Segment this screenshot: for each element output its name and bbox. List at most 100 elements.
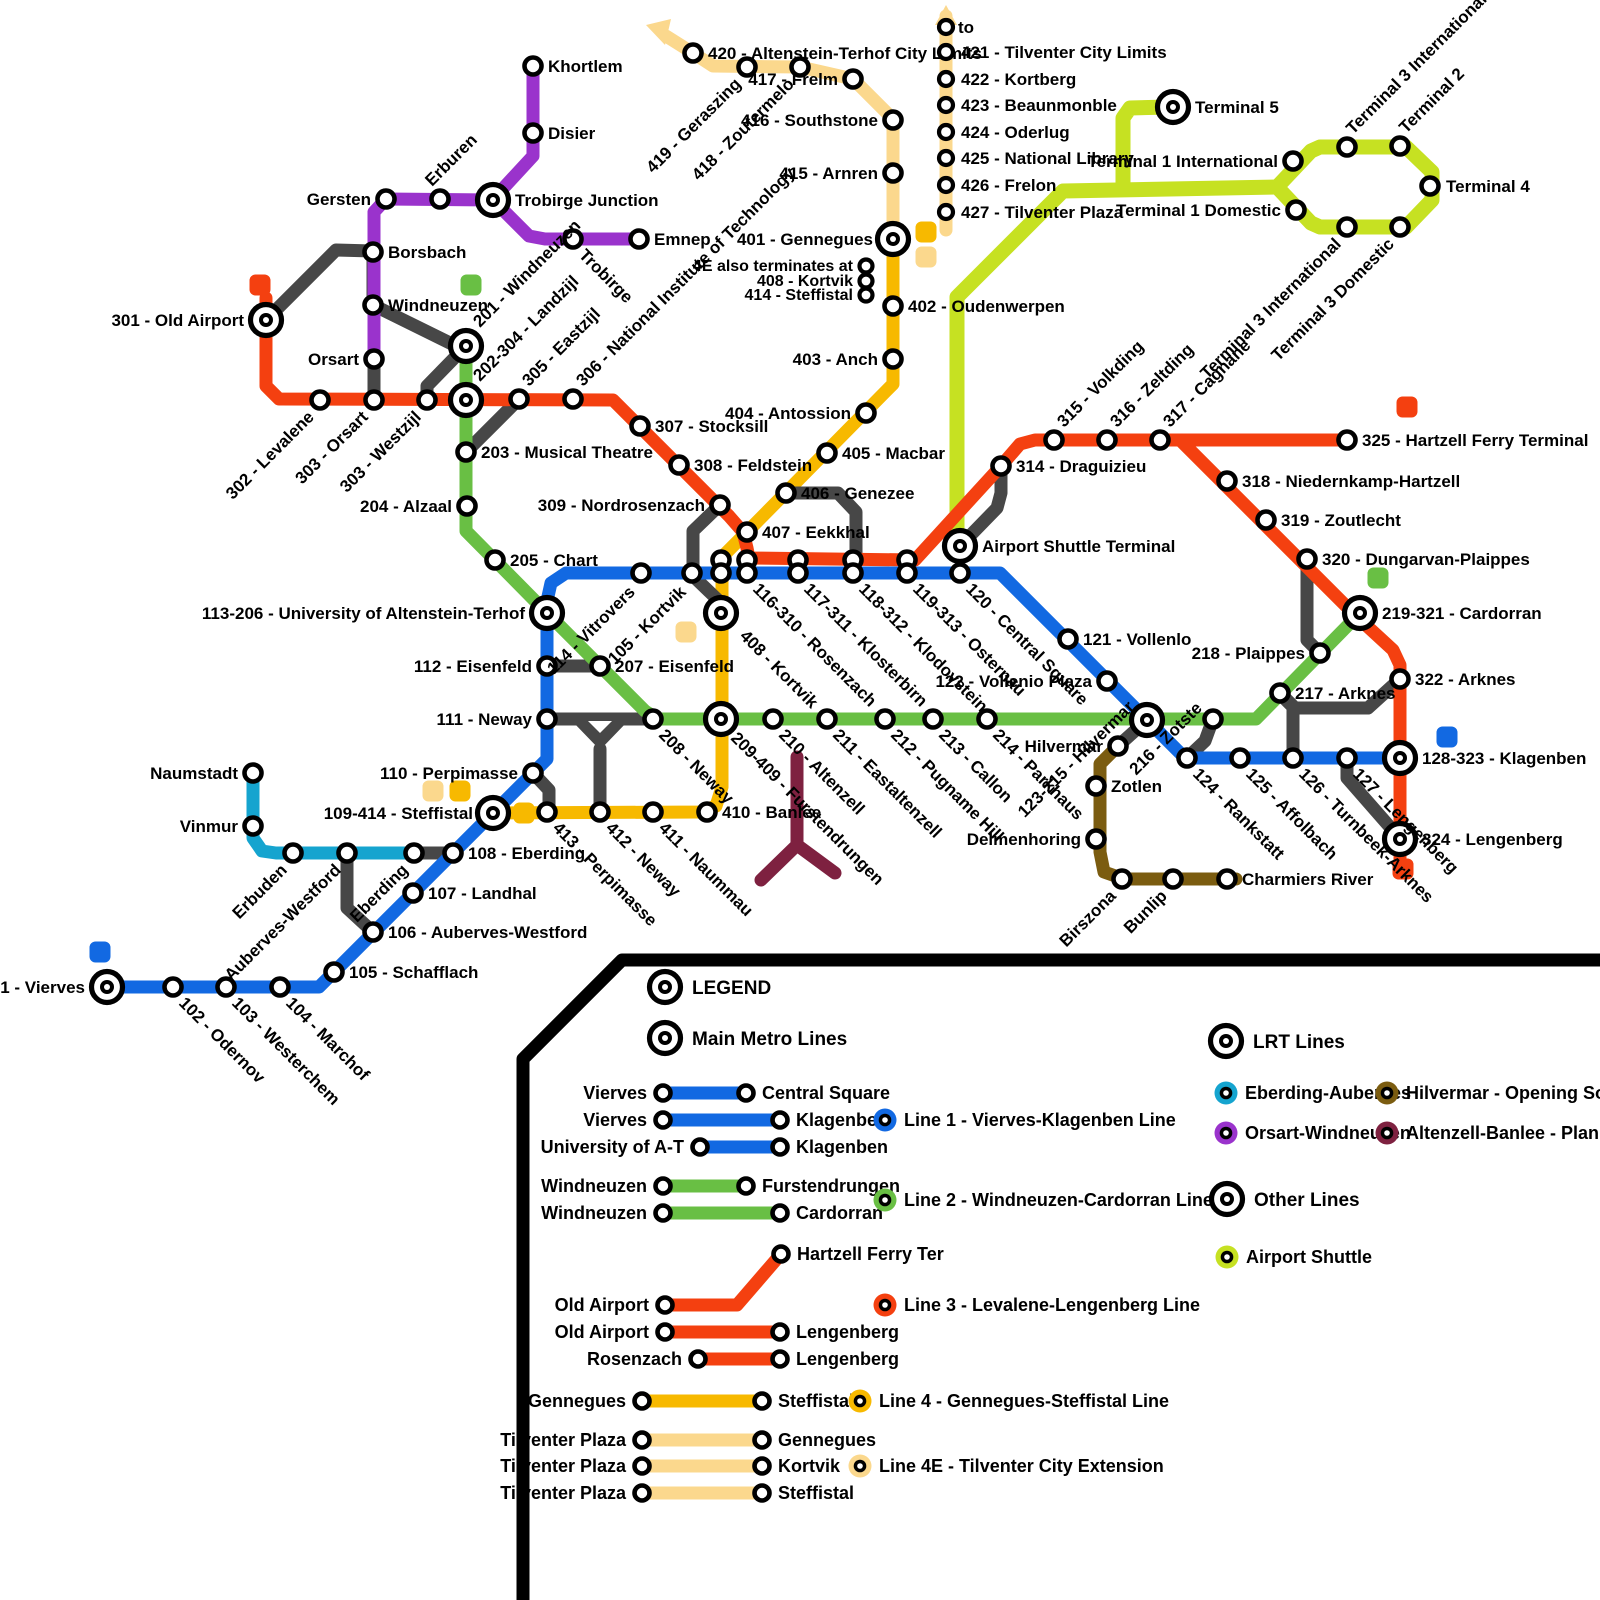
station-label: Trobirge: [575, 245, 637, 307]
station-219-321-cardorran: 219-321 - Cardorran: [1341, 594, 1542, 632]
station-naumstadt: Naumstadt: [150, 762, 264, 784]
svg-text:Line 1 - Vierves-Klagenben Lin: Line 1 - Vierves-Klagenben Line: [904, 1110, 1176, 1130]
station-label: Zotlen: [1111, 777, 1162, 796]
station-label: 110 - Perpimasse: [380, 764, 518, 783]
station-label: 101 - Vierves: [0, 978, 85, 997]
station-416-southstone: 416 - Southstone: [741, 109, 904, 131]
svg-text:Vierves: Vierves: [583, 1083, 647, 1103]
station-label: 403 - Anch: [793, 350, 878, 369]
station-birszona: Birszona: [1056, 868, 1133, 951]
svg-text:Airport Shuttle: Airport Shuttle: [1246, 1247, 1372, 1267]
legend-border-path: [516, 953, 1600, 1600]
station-104-marchof: 104 - Marchof: [269, 976, 373, 1085]
station-325-hartzell-ferry-terminal: 325 - Hartzell Ferry Terminal: [1336, 429, 1588, 451]
neway-wye-notch: [588, 721, 612, 733]
legend-badge-line-3-levalene-lengenberg-line: Line 3 - Levalene-Lengenberg Line: [873, 1293, 1200, 1317]
svg-text:Rosenzach: Rosenzach: [587, 1349, 682, 1369]
altenzell-banlee-planning-path: [790, 838, 842, 880]
station-324-lengenberg: 324 - Lengenberg: [1381, 820, 1563, 858]
station-label: 307 - Stocksill: [655, 417, 768, 436]
station-122-vollenio-plaza: 122 - Vollenio Plaza: [935, 670, 1118, 692]
station-label: 308 - Feldstein: [694, 456, 812, 475]
svg-text:Tilventer Plaza: Tilventer Plaza: [500, 1483, 627, 1503]
station-107-landhal: 107 - Landhal: [402, 882, 537, 904]
station-label: 402 - Oudenwerpen: [908, 297, 1065, 316]
station-407-eekkhal: 407 - Eekkhal: [736, 521, 870, 543]
station-402-oudenwerpen: 402 - Oudenwerpen: [882, 295, 1065, 317]
station-disier: Disier: [522, 122, 596, 144]
station-label: 401 - Gennegues: [737, 230, 873, 249]
station-hilvermar: Hilvermar: [1025, 735, 1129, 757]
depot-square-icon: [89, 941, 111, 963]
line-2-path: [459, 339, 1367, 726]
legend-badge-airport-shuttle: Airport Shuttle: [1215, 1245, 1372, 1269]
station-label: 125 - Affolbach: [1242, 764, 1341, 863]
station-label: 204 - Alzaal: [360, 497, 452, 516]
svg-text:LEGEND: LEGEND: [692, 978, 771, 999]
station-label: 207 - Eisenfeld: [615, 657, 734, 676]
station-label: 407 - Eekkhal: [762, 523, 870, 542]
station-label: 113-206 - University of Altenstein-Terho…: [202, 604, 525, 623]
svg-text:Line 4E - Tilventer City Exten: Line 4E - Tilventer City Extension: [879, 1456, 1164, 1476]
legend-badge-altenzell-banlee-planning: Altenzell-Banlee - Planning: [1375, 1121, 1600, 1145]
station-windneuzen: Windneuzen: [362, 294, 488, 316]
station-217-arknes: 217 - Arknes: [1269, 682, 1395, 704]
station-label: 421 - Tilventer City Limits: [961, 43, 1167, 62]
svg-text:Main Metro Lines: Main Metro Lines: [692, 1029, 847, 1050]
station-label: Birszona: [1056, 886, 1121, 951]
station-label: Terminal 5: [1195, 98, 1279, 117]
svg-text:4E also terminates at: 4E also terminates at: [693, 258, 854, 275]
neway-wye-junction: [572, 721, 628, 750]
svg-text:Cardorran: Cardorran: [796, 1203, 883, 1223]
svg-text:University of A-T: University of A-T: [541, 1137, 684, 1157]
svg-text:Steffistal: Steffistal: [778, 1483, 854, 1503]
depot-square-icon: [1396, 396, 1418, 418]
station-gersten: Gersten: [307, 188, 397, 210]
station-403-anch: 403 - Anch: [793, 348, 904, 370]
svg-text:Klagenben: Klagenben: [796, 1137, 888, 1157]
other-lines-path: [459, 392, 526, 459]
station-label: Terminal 4: [1446, 177, 1530, 196]
station-terminal-4: Terminal 4: [1419, 175, 1530, 197]
legend-badge-line-4e-tilventer-city-extension: Line 4E - Tilventer City Extension: [848, 1454, 1164, 1478]
line-3-path: [259, 291, 1347, 567]
station-label: 425 - National Library: [961, 149, 1134, 168]
other-lines-path: [340, 846, 380, 939]
legend-badge-line-4-gennegues-steffistal-line: Line 4 - Gennegues-Steffistal Line: [848, 1389, 1169, 1413]
depot-square-icon: [513, 802, 535, 824]
station-label: 319 - Zoutlecht: [1281, 511, 1401, 530]
station-label: Emnep: [654, 230, 711, 249]
station-label: Borsbach: [388, 243, 466, 262]
station-terminal-1-domestic: Terminal 1 Domestic: [1116, 199, 1307, 221]
station-label: 322 - Arknes: [1415, 670, 1515, 689]
station-427-tilventer-plaza: 427 - Tilventer Plaza: [936, 202, 1124, 222]
station-421-tilventer-city-limits: 421 - Tilventer City Limits: [936, 42, 1167, 62]
svg-text:Windneuzen: Windneuzen: [541, 1203, 647, 1223]
station-label: 301 - Old Airport: [111, 311, 244, 330]
station-vinmur: Vinmur: [180, 815, 264, 837]
legend-badge-line-1-vierves-klagenben-line: Line 1 - Vierves-Klagenben Line: [873, 1108, 1176, 1132]
station-404-antossion: 404 - Antossion: [725, 402, 877, 424]
svg-text:Old Airport: Old Airport: [555, 1322, 649, 1342]
station-terminal-1-international: Terminal 1 International: [1087, 150, 1304, 172]
station-105-kortvik: 105 - Kortvik: [604, 562, 703, 668]
station-401-gennegues: 401 - Gennegues: [737, 220, 912, 258]
legend-title-other-lines: Other Lines: [1208, 1180, 1360, 1218]
station-airport-shuttle-terminal: Airport Shuttle Terminal: [941, 527, 1175, 565]
station-406-genezee: 406 - Genezee: [775, 482, 914, 504]
legend-bar-university-of-a-t-klagenben: University of A-T Klagenben: [541, 1137, 888, 1157]
depot-square-icon: [249, 274, 271, 296]
svg-text:Line 4 - Gennegues-Steffistal: Line 4 - Gennegues-Steffistal Line: [879, 1391, 1169, 1411]
line-continues-arrow-icon: [646, 19, 671, 45]
svg-text:Line 2 - Windneuzen-Cardorran: Line 2 - Windneuzen-Cardorran Line: [904, 1190, 1213, 1210]
station-309-nordrosenzach: 309 - Nordrosenzach: [538, 494, 731, 516]
station-label: 416 - Southstone: [741, 111, 878, 130]
svg-text:Klagenben: Klagenben: [796, 1110, 888, 1130]
station-label: 325 - Hartzell Ferry Terminal: [1362, 431, 1588, 450]
station-label: Erburen: [421, 130, 481, 190]
station-label: 410 - Banlee: [722, 803, 821, 822]
svg-text:Central Square: Central Square: [762, 1083, 890, 1103]
